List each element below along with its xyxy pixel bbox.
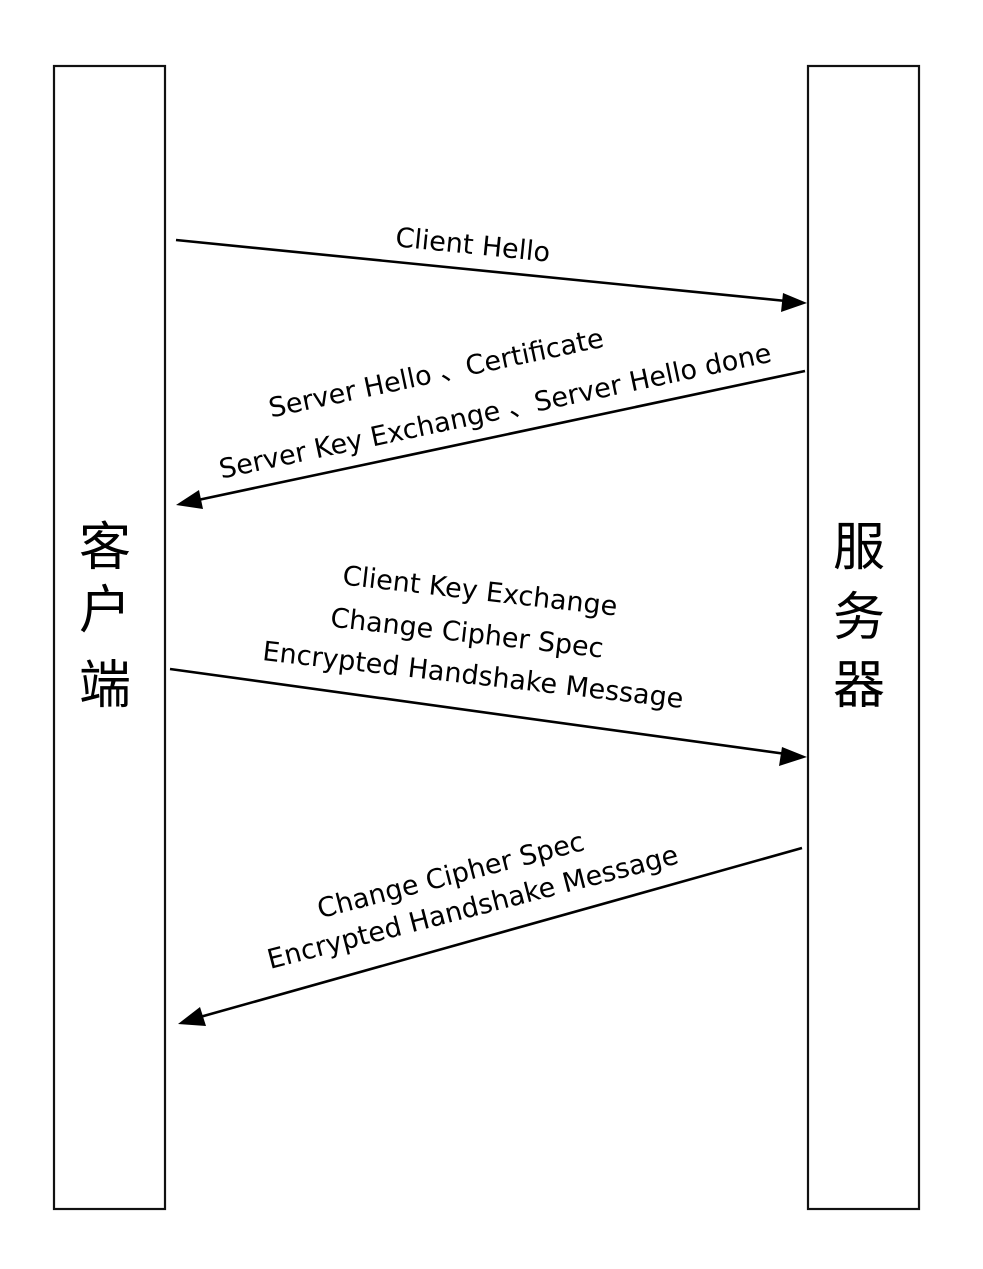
client-lifeline: 客 户 端 <box>52 64 167 1211</box>
server-label-char-1: 服 <box>833 518 885 578</box>
arrowhead-right-icon <box>779 747 807 766</box>
arrowhead-left-icon <box>176 490 203 509</box>
arrowhead-left-icon <box>178 1007 206 1026</box>
message-client-hello: Client Hello <box>175 222 807 312</box>
server-label-char-3: 器 <box>833 656 885 716</box>
message-arrow-line <box>197 369 806 502</box>
client-label-char-1: 客 <box>79 518 131 578</box>
message-label-line: Client Hello <box>394 222 551 268</box>
server-lifeline-box <box>806 64 921 1211</box>
message-server-hello: Server Hello 、Certificate Server Key Exc… <box>176 323 806 509</box>
client-label-char-3: 端 <box>79 656 131 716</box>
client-label-char-2: 户 <box>79 581 131 641</box>
client-lifeline-box <box>52 64 167 1211</box>
server-label-char-2: 务 <box>833 588 885 648</box>
message-arrow-line <box>199 846 803 1019</box>
message-server-finished: Change Cipher Spec Encrypted Handshake M… <box>178 826 803 1026</box>
arrowhead-right-icon <box>781 293 807 312</box>
message-client-key-exchange: Client Key Exchange Change Cipher Spec E… <box>169 561 807 766</box>
message-arrow-line <box>169 667 787 756</box>
message-arrow-line <box>175 238 787 303</box>
server-lifeline: 服 务 器 <box>806 64 921 1211</box>
